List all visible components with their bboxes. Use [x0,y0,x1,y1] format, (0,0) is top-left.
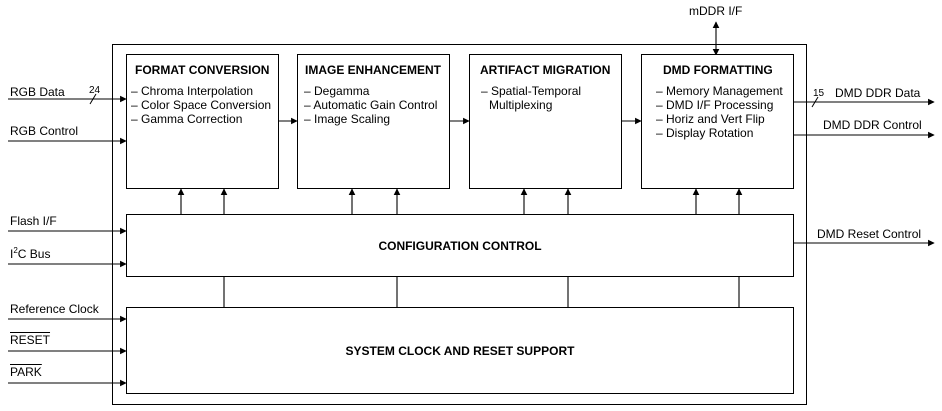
rgb-data-label: RGB Data [10,85,65,99]
dmd-ddr-data-label: DMD DDR Data [835,86,921,100]
dmd-ddr-data-width-label: 15 [813,88,825,99]
dmd-ddr-control-label: DMD DDR Control [823,118,922,132]
list-item: – DMD I/F Processing [656,98,774,112]
format-conversion-title: FORMAT CONVERSION [135,63,270,77]
list-item: – Color Space Conversion [131,98,272,112]
dmd-formatting-list: – Memory Management – DMD I/F Processing… [656,84,783,140]
list-item: – Degamma [304,84,370,98]
dmd-formatting-block: DMD FORMATTING – Memory Management – DMD… [641,54,794,189]
configuration-control-title: CONFIGURATION CONTROL [378,239,542,253]
rgb-data-bus-slash [89,93,97,105]
format-conversion-block: FORMAT CONVERSION – Chroma Interpolation… [126,54,279,189]
list-item: – Gamma Correction [131,112,243,126]
chip-boundary [112,44,807,405]
list-item: – Automatic Gain Control [304,98,438,112]
list-item: – Spatial-Temporal [481,84,582,98]
image-enhancement-title: IMAGE ENHANCEMENT [305,63,442,77]
dmd-ddr-data-bus-slash [811,96,819,108]
i2c-bus-label: I2C Bus [10,246,50,261]
list-item: – Chroma Interpolation [131,84,254,98]
system-clock-title: SYSTEM CLOCK AND RESET SUPPORT [345,344,575,358]
artifact-migration-list: – Spatial-Temporal Multiplexing [481,84,581,112]
format-conversion-list: – Chroma Interpolation – Color Space Con… [131,84,271,126]
system-clock-block: SYSTEM CLOCK AND RESET SUPPORT [126,307,794,394]
i2c-suffix: C Bus [17,247,51,261]
list-item: – Memory Management [656,84,783,98]
mddr-if-label: mDDR I/F [689,4,743,18]
i2c-superscript: 2 [13,246,18,255]
dmd-reset-control-label: DMD Reset Control [817,227,922,241]
list-item: – Horiz and Vert Flip [656,112,765,126]
reset-label: RESET [10,333,51,347]
image-enhancement-block: IMAGE ENHANCEMENT – Degamma – Automatic … [297,54,450,189]
i2c-prefix: I [10,247,14,261]
flash-if-label: Flash I/F [10,214,57,228]
list-item: – Display Rotation [656,126,754,140]
list-item: – Image Scaling [304,112,391,126]
image-enhancement-list: – Degamma – Automatic Gain Control – Ima… [304,84,437,126]
rgb-data-width-label: 24 [89,85,101,96]
park-label: PARK [10,365,42,379]
artifact-migration-block: ARTIFACT MIGRATION – Spatial-Temporal Mu… [469,54,622,189]
list-item: Multiplexing [489,98,553,112]
artifact-migration-title: ARTIFACT MIGRATION [480,63,611,77]
rgb-control-label: RGB Control [10,124,79,138]
dmd-formatting-title: DMD FORMATTING [663,63,773,77]
configuration-control-block: CONFIGURATION CONTROL [126,214,794,277]
reference-clock-label: Reference Clock [10,302,99,316]
